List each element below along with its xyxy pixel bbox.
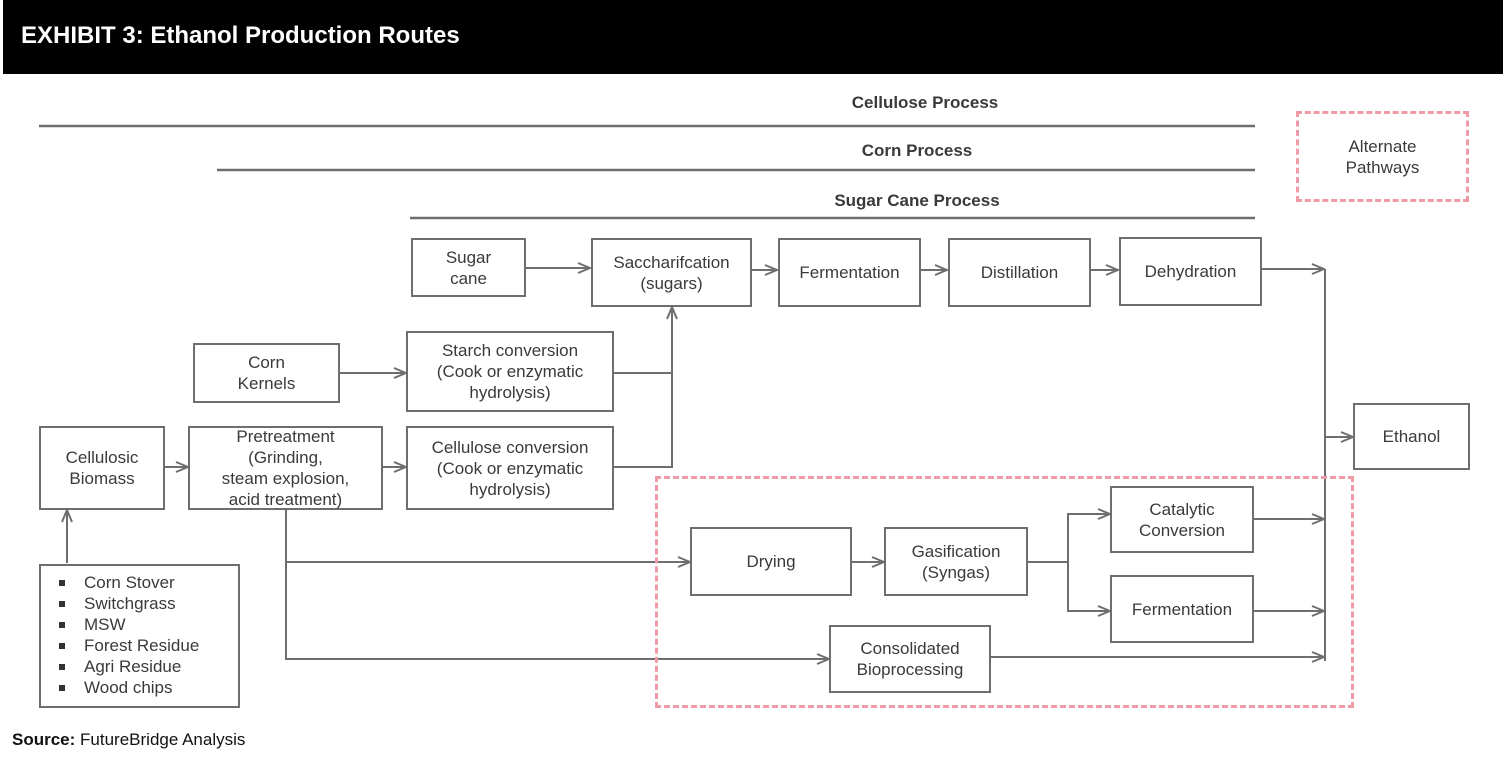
line-cellconv-to-sacch — [614, 307, 672, 468]
alternate-pathways-legend — [1296, 111, 1469, 202]
cellulose-process-label: Cellulose Process — [851, 93, 999, 112]
arrow-gasif-to-ferment — [1067, 562, 1110, 611]
node-consolidated-bioprocessing: Consolidated Bioprocessing — [829, 625, 991, 693]
node-drying: Drying — [690, 527, 852, 596]
feedstock-item: Wood chips — [57, 677, 238, 698]
feedstock-item: Forest Residue — [57, 635, 238, 656]
alternate-pathways-label: Alternate Pathways — [1345, 137, 1420, 177]
source-text: FutureBridge Analysis — [80, 730, 246, 749]
feedstock-item: MSW — [57, 614, 238, 635]
node-sugar-cane: Sugar cane — [411, 238, 526, 297]
line-pretreat-to-drying — [285, 510, 690, 562]
node-starch-conversion: Starch conversion (Cook or enzymatic hyd… — [406, 331, 614, 412]
feedstock-item: Agri Residue — [57, 656, 238, 677]
feedstock-list-box: Corn Stover Switchgrass MSW Forest Resid… — [39, 564, 240, 708]
node-gasification: Gasification (Syngas) — [884, 527, 1028, 596]
sugar-cane-process-label: Sugar Cane Process — [834, 191, 1000, 210]
feedstock-item: Corn Stover — [57, 572, 238, 593]
node-catalytic-conversion: Catalytic Conversion — [1110, 486, 1254, 553]
node-pretreatment: Pretreatment (Grinding, steam explosion,… — [188, 426, 383, 510]
node-dehydration: Dehydration — [1119, 237, 1262, 306]
node-distillation: Distillation — [948, 238, 1091, 307]
node-cellulose-conversion: Cellulose conversion (Cook or enzymatic … — [406, 426, 614, 510]
feedstock-item: Switchgrass — [57, 593, 238, 614]
feedstock-list: Corn Stover Switchgrass MSW Forest Resid… — [57, 572, 238, 698]
node-corn-kernels: Corn Kernels — [193, 343, 340, 403]
node-cellulosic-biomass: Cellulosic Biomass — [39, 426, 165, 510]
exhibit-title: EXHIBIT 3: Ethanol Production Routes — [21, 22, 460, 49]
arrow-gasif-to-catalytic — [1067, 514, 1110, 562]
node-fermentation-alt: Fermentation — [1110, 575, 1254, 643]
node-fermentation: Fermentation — [778, 238, 921, 307]
line-pretreat-to-cbp — [285, 562, 829, 659]
source-label: Source: — [12, 730, 76, 749]
corn-process-label: Corn Process — [861, 141, 973, 160]
source-note: Source: FutureBridge Analysis — [12, 730, 245, 750]
node-saccharification: Saccharifcation (sugars) — [591, 238, 752, 307]
alternate-pathways-region — [655, 476, 1354, 708]
node-ethanol: Ethanol — [1353, 403, 1470, 470]
exhibit-header: EXHIBIT 3: Ethanol Production Routes — [3, 0, 1503, 74]
